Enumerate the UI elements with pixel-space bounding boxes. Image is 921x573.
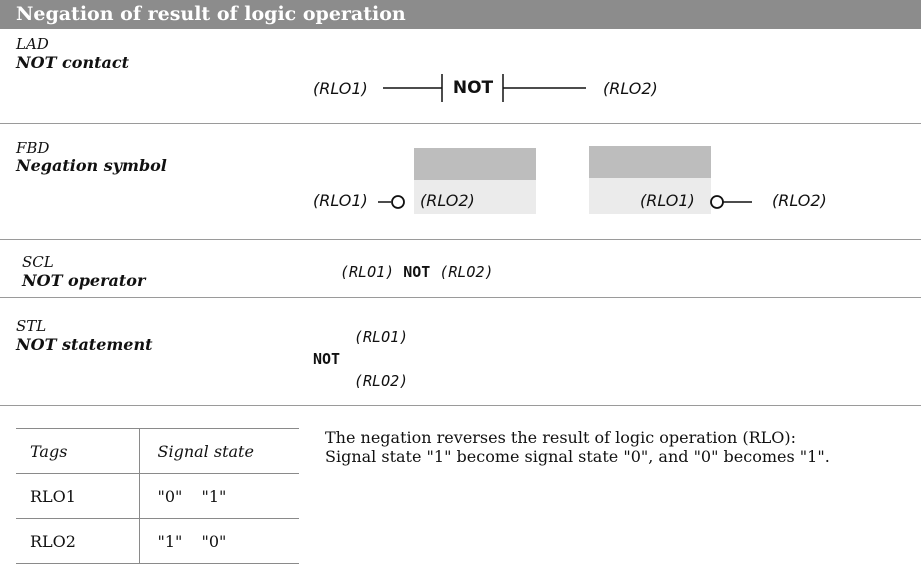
table-header-signal-state: Signal state	[139, 428, 299, 474]
stl-line-1: (RLO1)	[354, 328, 409, 346]
fbd-right-output: (RLO2)	[772, 191, 827, 210]
table-cell-values: "0" "1"	[139, 474, 299, 519]
scl-kind-label: SCL	[22, 253, 54, 271]
fbd-right-input: (RLO1)	[640, 191, 695, 210]
fbd-section-title: Negation symbol	[16, 156, 167, 175]
page-title: Negation of result of logic operation	[0, 0, 921, 29]
not-contact-label: NOT	[452, 78, 494, 98]
table-cell-values: "1" "0"	[139, 519, 299, 564]
lad-output-label: (RLO2)	[603, 79, 658, 98]
table-cell-tag: RLO2	[16, 518, 140, 564]
lad-section-title: NOT contact	[16, 53, 129, 72]
stl-line-3: (RLO2)	[354, 372, 409, 390]
table-value: "1"	[157, 531, 183, 551]
scl-operand-1: (RLO1)	[340, 263, 395, 281]
divider-scl	[0, 297, 921, 298]
table-header-tags: Tags	[16, 428, 140, 474]
stl-line-2: NOT	[313, 350, 341, 368]
table-cell-tag: RLO1	[16, 473, 140, 519]
divider-stl	[0, 405, 921, 406]
fbd-box-right-header	[589, 146, 711, 178]
lad-input-label: (RLO1)	[313, 79, 368, 98]
not-contact-symbol	[383, 74, 586, 102]
scl-section-title: NOT operator	[22, 271, 146, 290]
negation-circle-left	[378, 195, 405, 209]
stl-kind-label: STL	[16, 317, 47, 335]
table-row: RLO1 "0" "1"	[16, 473, 299, 519]
fbd-box-left-header	[414, 148, 536, 180]
divider-lad	[0, 123, 921, 124]
scl-operator: NOT	[403, 263, 431, 281]
fbd-kind-label: FBD	[16, 139, 50, 157]
description-line-1: The negation reverses the result of logi…	[325, 428, 797, 447]
table-value: "1"	[201, 486, 227, 506]
fbd-left-input: (RLO1)	[313, 191, 368, 210]
description-line-2: Signal state "1" become signal state "0"…	[325, 447, 830, 466]
divider-fbd	[0, 239, 921, 240]
lad-kind-label: LAD	[16, 35, 49, 53]
description-text: The negation reverses the result of logi…	[325, 428, 885, 466]
fbd-box-left-body	[414, 180, 536, 214]
table-header-row: Tags Signal state	[16, 428, 299, 474]
negation-circle-right	[710, 195, 752, 209]
table-value: "0"	[157, 486, 183, 506]
signal-state-table: Tags Signal state RLO1 "0""1" RLO2 "1""0…	[16, 428, 299, 564]
table-value: "0"	[201, 531, 227, 551]
scl-statement: (RLO1) NOT (RLO2)	[340, 263, 494, 281]
stl-section-title: NOT statement	[16, 335, 153, 354]
fbd-box-right-body	[589, 178, 711, 214]
fbd-left-output: (RLO2)	[420, 191, 475, 210]
table-row: RLO2 "1" "0"	[16, 518, 299, 564]
scl-operand-2: (RLO2)	[439, 263, 494, 281]
